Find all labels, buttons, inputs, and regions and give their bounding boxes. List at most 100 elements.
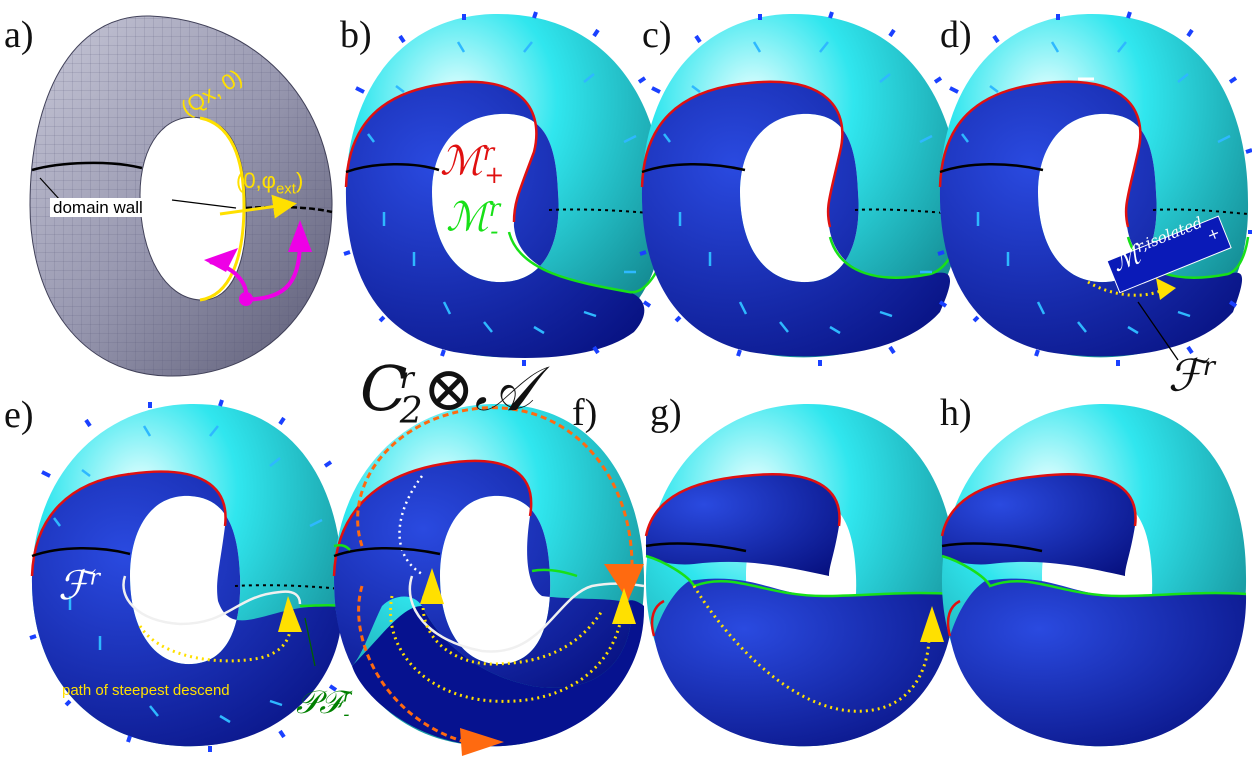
torus-f-green-curve bbox=[333, 543, 578, 578]
mesh-overlay bbox=[30, 15, 333, 377]
torus-e-PF-pointer bbox=[304, 617, 316, 667]
torus-f bbox=[332, 403, 645, 756]
torus-f-red-curve bbox=[332, 459, 533, 577]
M-plus-sup: r bbox=[482, 138, 495, 166]
F-label-e: ℱr bbox=[58, 566, 100, 606]
torus-g-green-curve bbox=[645, 554, 955, 598]
torus-f-yellow-arrowhead-right bbox=[612, 588, 636, 624]
torus-f-orange-arrowhead-bottom bbox=[460, 728, 504, 756]
coord-phi-text: (0,φ bbox=[236, 168, 276, 193]
torus-c-red-curve bbox=[640, 80, 844, 228]
torus-d-domain-wall-right bbox=[1152, 208, 1249, 215]
symmetry-C-sup: r bbox=[399, 361, 414, 397]
torus-h-domain-wall bbox=[941, 542, 1043, 553]
magenta-arrowhead-up bbox=[288, 220, 312, 252]
torus-d-isolated-badge bbox=[1106, 215, 1232, 294]
coord-phi-label: (0,φext) bbox=[236, 168, 303, 198]
panel-label-g: g) bbox=[650, 392, 682, 434]
magenta-start-dot bbox=[239, 292, 253, 306]
panel-label-h: h) bbox=[940, 392, 972, 434]
F-label-d: ℱr bbox=[1168, 354, 1215, 399]
panel-label-b: b) bbox=[340, 14, 372, 56]
torus-e-domain-wall bbox=[31, 546, 131, 558]
torus-g-domain-wall bbox=[645, 542, 747, 553]
torus-b-domain-wall bbox=[345, 163, 440, 174]
PF-minus-label: 𝒫ℱr- bbox=[296, 683, 352, 726]
pointer-right bbox=[171, 199, 237, 209]
yellow-phi-arrow bbox=[219, 194, 297, 219]
PF-sup: r bbox=[342, 685, 352, 707]
F-sup-d: r bbox=[1202, 352, 1216, 382]
torus-d-domain-wall bbox=[939, 162, 1044, 174]
F-sup-e: r bbox=[89, 565, 100, 591]
torus-f-orange-dashed bbox=[356, 406, 634, 743]
panel-label-f: f) bbox=[572, 392, 598, 434]
M-minus-sub: - bbox=[490, 217, 499, 246]
torus-e-spin-arrows bbox=[53, 425, 323, 724]
panel-label-a: a) bbox=[4, 14, 34, 56]
M-minus-symbol: ℳ bbox=[446, 194, 489, 241]
torus-d-F-pointer bbox=[1137, 301, 1179, 361]
torus-e-blue-region bbox=[31, 471, 343, 747]
torus-c bbox=[639, 11, 966, 366]
F-symbol-d: ℱ bbox=[1168, 350, 1203, 402]
torus-c-blue-region bbox=[641, 81, 951, 357]
torus-d-yellow-arrowhead bbox=[1156, 278, 1176, 300]
domain-wall-label: domain wall bbox=[50, 198, 146, 217]
torus-g-yellow-dotted bbox=[692, 585, 931, 713]
path-steepest-descend-label: path of steepest descend bbox=[62, 682, 230, 699]
PF-symbol: 𝒫ℱ bbox=[296, 683, 343, 721]
panel-label-c: c) bbox=[642, 14, 672, 56]
torus-f-lower-dark bbox=[352, 600, 645, 747]
torus-b bbox=[343, 11, 670, 366]
symmetry-label: Cr2⊗𝒜 bbox=[360, 358, 533, 430]
domain-wall-line-left bbox=[31, 161, 143, 172]
torus-f-yellow-arrowhead-left bbox=[420, 568, 444, 604]
panel-a bbox=[29, 15, 333, 377]
torus-b-red-curve bbox=[344, 80, 538, 223]
torus-e-yellow-arrowhead bbox=[278, 596, 302, 632]
symmetry-otimes: ⊗ bbox=[422, 352, 475, 425]
PF-sub: - bbox=[343, 704, 350, 726]
torus-h bbox=[940, 403, 1247, 747]
yellow-loop bbox=[199, 116, 246, 302]
torus-f-blue-region bbox=[334, 460, 632, 688]
torus-h-blue-upper bbox=[942, 474, 1136, 576]
torus-f-orange-arrowhead-right bbox=[604, 564, 644, 601]
torus-f-white-curve bbox=[408, 575, 645, 653]
torus-g-red-curve bbox=[644, 473, 841, 637]
torus-e-edge-dashes bbox=[29, 399, 347, 752]
M-plus-sub: + bbox=[484, 161, 505, 190]
M-minus-label: ℳr- bbox=[446, 194, 501, 246]
torus-d-spin-arrows bbox=[961, 41, 1231, 335]
M-plus-symbol: ℳ bbox=[440, 138, 483, 185]
symmetry-C-sub: 2 bbox=[399, 391, 423, 433]
torus-h-red-curve bbox=[940, 473, 1137, 637]
torus-g-blue-upper bbox=[646, 474, 840, 576]
magenta-arrowhead-left bbox=[204, 248, 238, 272]
torus-d-red-curve bbox=[938, 80, 1142, 228]
F-symbol-e: ℱ bbox=[58, 563, 90, 609]
torus-b-blue-region bbox=[345, 81, 645, 358]
torus-g-blue-lower bbox=[654, 578, 955, 747]
torus-d bbox=[937, 11, 1252, 366]
M-plus-label: ℳr+ bbox=[440, 140, 504, 187]
torus-b-green-curve bbox=[507, 231, 664, 294]
torus-e-white-curve bbox=[122, 575, 302, 626]
torus-g-yellow-arrowhead bbox=[920, 606, 944, 642]
torus-d-edge-dashes bbox=[937, 11, 1252, 366]
torus-g bbox=[644, 403, 957, 747]
torus-c-domain-wall bbox=[641, 162, 746, 174]
torus-f-domain-wall bbox=[333, 546, 441, 558]
panel-label-e: e) bbox=[4, 394, 34, 436]
symmetry-A: 𝒜 bbox=[474, 352, 534, 425]
coord-phi-sub: ext bbox=[275, 180, 296, 198]
symmetry-C: C bbox=[360, 352, 408, 425]
panel-label-d: d) bbox=[940, 14, 972, 56]
M-minus-sup: r bbox=[488, 194, 501, 222]
torus-h-green-curve bbox=[941, 554, 1247, 598]
torus-e-red-curve bbox=[30, 470, 227, 577]
pointer-left bbox=[39, 177, 61, 201]
torus-f-yellow-dotted bbox=[421, 595, 604, 666]
